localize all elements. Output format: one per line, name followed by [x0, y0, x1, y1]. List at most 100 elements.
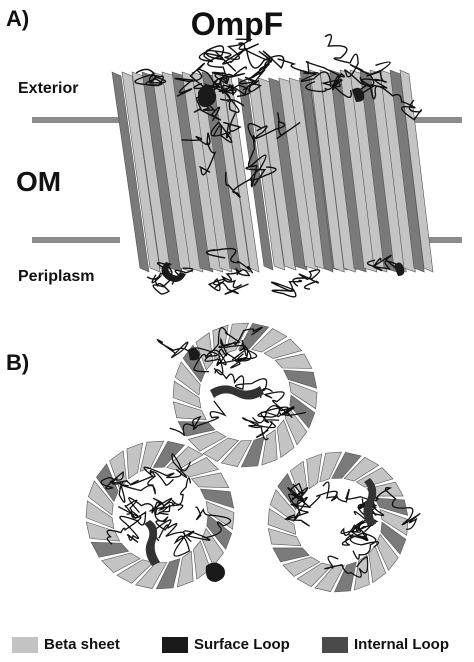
loop-path: [247, 123, 277, 182]
beta-strand: [379, 509, 409, 536]
loop-path: [106, 499, 142, 545]
beta-strand: [276, 419, 295, 458]
loop-path: [324, 555, 369, 578]
internal-loop-helix-right: [363, 478, 377, 526]
beta-sheet-swatch: [12, 636, 38, 653]
panel-a-label: A): [6, 6, 30, 31]
beta-strand: [284, 407, 308, 446]
beta-strand: [85, 500, 115, 529]
surface-loop-helix-top: [188, 347, 200, 361]
beta-strand: [85, 521, 121, 542]
loop-path: [181, 132, 217, 176]
surface-loop-helix: [198, 84, 217, 108]
beta-strand: [135, 562, 168, 589]
beta-strand: [283, 369, 318, 389]
loop-path: [209, 326, 249, 363]
beta-strand: [182, 344, 206, 383]
beta-strand: [199, 488, 235, 509]
loop-path: [242, 417, 276, 441]
beta-strand: [109, 450, 127, 490]
loop-path: [359, 76, 423, 121]
legend: Beta sheet Surface Loop Internal Loop: [0, 630, 474, 662]
loop-path: [198, 42, 246, 65]
membrane-line-bottom-left: [32, 237, 120, 243]
surface-loop-helix-right: [352, 87, 365, 102]
loop-path: [158, 523, 211, 557]
membrane-lines: [32, 117, 462, 243]
protein-title: OmpF: [190, 6, 284, 42]
legend-label-beta-sheet: Beta sheet: [44, 636, 120, 653]
loop-path: [155, 477, 192, 516]
loop-path: [214, 369, 273, 398]
periplasm-label: Periplasm: [18, 268, 95, 285]
beta-strand: [121, 71, 161, 273]
loop-path: [257, 405, 307, 424]
beta-strand: [131, 71, 172, 273]
outer-membrane-label: OM: [16, 166, 62, 197]
beta-strand: [176, 550, 194, 588]
internal-loop-helix-left: [144, 520, 160, 566]
loop-path: [287, 482, 309, 508]
beta-strand: [225, 322, 250, 354]
beta-strand: [263, 338, 303, 359]
membrane-line-bottom-right: [398, 237, 462, 243]
loop-path: [324, 33, 375, 87]
beta-strand: [267, 508, 297, 535]
loop-path: [224, 164, 267, 198]
internal-loop-swatch: [322, 636, 348, 653]
loop-path: [235, 38, 285, 79]
beta-strand: [172, 380, 202, 409]
loop-path: [100, 470, 131, 503]
loop-path: [205, 45, 237, 101]
beta-strand: [274, 353, 313, 369]
beta-strand: [289, 394, 316, 429]
loop-path: [207, 277, 249, 295]
loop-path: [376, 487, 421, 530]
loop-path: [149, 497, 173, 542]
beta-strand: [205, 501, 235, 530]
loop-path: [291, 481, 338, 521]
beta-strand: [96, 463, 119, 503]
side-view-beta-strands: [111, 69, 434, 273]
beta-strand: [202, 437, 240, 462]
beta-strand: [306, 453, 323, 490]
internal-loop-helix-top: [210, 385, 264, 400]
beta-strand: [116, 559, 154, 584]
structure-figure: [32, 33, 462, 593]
beta-strand: [258, 77, 297, 271]
beta-strand: [334, 561, 357, 593]
beta-strand: [329, 69, 367, 273]
beta-strand: [267, 528, 302, 547]
loop-path: [357, 61, 391, 95]
loop-path: [156, 339, 218, 359]
surface-loop-swatch: [162, 636, 188, 653]
top-view-beta-rings: [85, 322, 409, 593]
beta-strand: [101, 552, 141, 573]
beta-strand: [375, 533, 399, 571]
beta-strand: [319, 451, 342, 483]
loop-path: [193, 96, 222, 122]
beta-strand: [368, 545, 387, 584]
loop-path: [134, 68, 167, 87]
loop-path: [120, 469, 174, 495]
loop-path: [209, 66, 247, 94]
beta-strand: [331, 452, 362, 479]
loop-path: [277, 58, 352, 98]
beta-strand: [240, 436, 265, 468]
loop-path: [340, 520, 369, 542]
loop-path: [169, 400, 227, 437]
loop-path: [341, 532, 380, 560]
beta-strand: [187, 431, 227, 452]
beta-strand: [380, 521, 407, 555]
loop-path: [292, 269, 321, 290]
beta-strand: [261, 429, 278, 466]
beta-strand: [90, 541, 130, 558]
beta-strand: [181, 71, 224, 273]
beta-strand: [179, 457, 219, 478]
beta-strand: [220, 440, 253, 467]
beta-strand: [379, 69, 416, 273]
loop-path: [213, 326, 263, 376]
loop-path: [151, 274, 176, 295]
beta-strand: [139, 440, 165, 472]
top-view-loops: [100, 326, 421, 578]
